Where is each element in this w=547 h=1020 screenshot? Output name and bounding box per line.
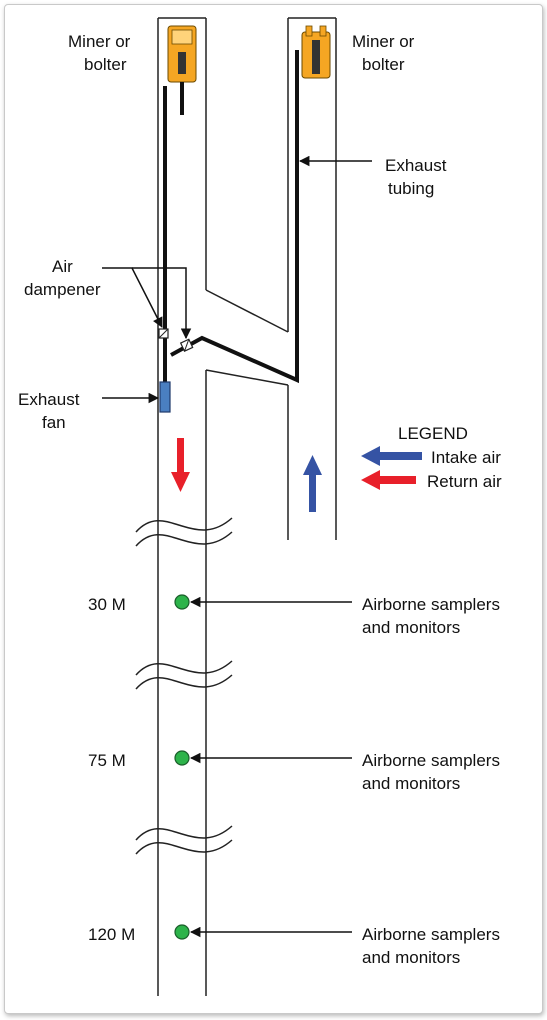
crosscut-walls [205, 289, 289, 386]
sampler-label-75m: Airborne samplers [362, 751, 500, 770]
miner-label-right: Miner or [352, 32, 415, 51]
sampler-label-30m: Airborne samplers [362, 595, 500, 614]
distance-label-75m: 75 M [88, 751, 126, 770]
exhaust-tubing-label-line2: tubing [388, 179, 434, 198]
sampler-label-120m: Airborne samplers [362, 925, 500, 944]
sampler-dot-120m [174, 924, 190, 940]
air-dampener-left [158, 328, 169, 339]
distance-label-120m: 120 M [88, 925, 135, 944]
air-dampener-pointer-crosscut [132, 267, 192, 340]
break-symbol-3 [135, 825, 233, 855]
break-symbol-1 [135, 517, 233, 547]
legend-title: LEGEND [398, 424, 468, 443]
legend-intake-arrow [361, 446, 422, 466]
legend-return-label: Return air [427, 472, 502, 491]
break-symbol-2 [135, 660, 233, 690]
bolter-machine-right [301, 25, 331, 79]
air-dampener-pointer-left [102, 267, 163, 328]
sampler-dot-30m [174, 594, 190, 610]
return-air-arrow-entry [171, 438, 190, 492]
sampler-label-120m-line2: and monitors [362, 948, 460, 967]
legend-intake-label: Intake air [431, 448, 501, 467]
right-entry-walls [287, 17, 337, 540]
sampler-label-30m-line2: and monitors [362, 618, 460, 637]
miner-label-left: Miner or [68, 32, 131, 51]
left-entry-walls [157, 17, 207, 996]
exhaust-fan [159, 381, 171, 413]
exhaust-tubing-label: Exhaust [385, 156, 447, 175]
air-dampener-crosscut [179, 338, 194, 353]
exhaust-fan-label: Exhaust [18, 390, 80, 409]
sampler-label-75m-line2: and monitors [362, 774, 460, 793]
miner-machine-left [167, 25, 197, 115]
air-dampener-label: Air [52, 257, 73, 276]
sampler-dot-75m [174, 750, 190, 766]
diagram-frame [4, 4, 543, 1014]
miner-label-right-line2: bolter [362, 55, 405, 74]
miner-label-left-line2: bolter [84, 55, 127, 74]
intake-air-arrow-entry [303, 455, 322, 512]
leader-arrows [102, 155, 372, 938]
legend-return-arrow [361, 470, 416, 490]
distance-label-30m: 30 M [88, 595, 126, 614]
exhaust-tubing-right [170, 50, 299, 384]
air-dampener-label-line2: dampener [24, 280, 101, 299]
exhaust-fan-label-line2: fan [42, 413, 66, 432]
